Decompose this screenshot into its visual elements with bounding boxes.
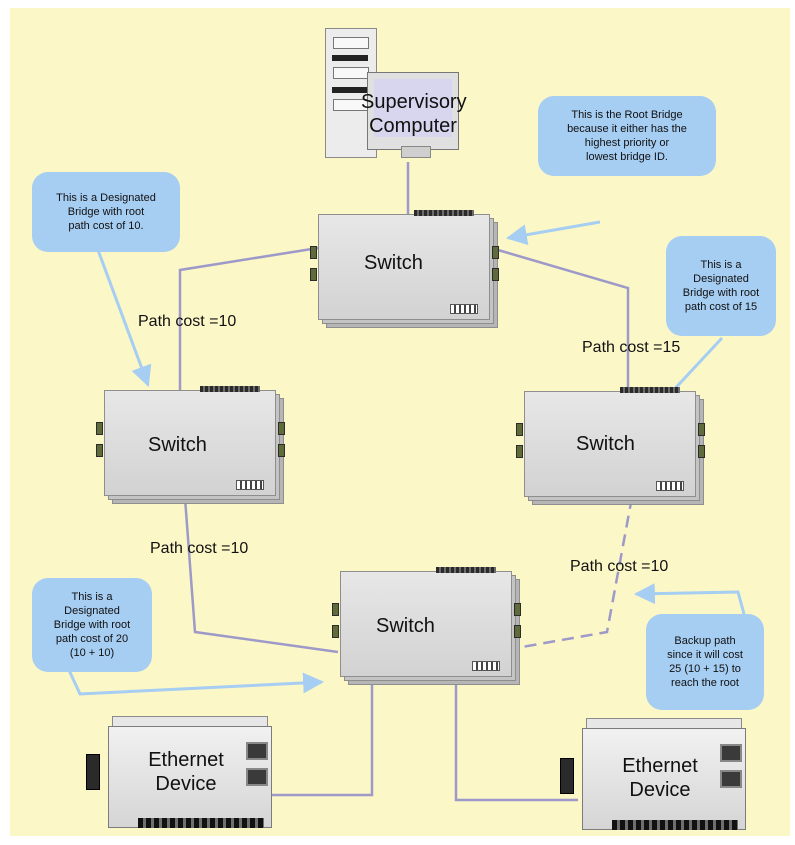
callout-root-line: This is the Root Bridge [571,109,683,121]
ethernet-device-right-line1: Ethernet [622,755,698,777]
callout-backup-path: Backup path since it will cost 25 (10 + … [646,614,764,710]
callout-root-line: lowest bridge ID. [586,151,668,163]
ethernet-device-left: Ethernet Device [86,712,286,840]
callout-bottom-line: This is a [71,591,113,603]
link-bottom-device-left [272,680,374,797]
ethernet-device-left-label: Ethernet Device [126,748,246,796]
callout-left-line: path cost of 10. [68,220,144,232]
path-cost-root-right: Path cost =15 [582,339,681,356]
switch-left: Switch [96,384,286,504]
callout-right-line: Designated [693,273,749,285]
arrow-root-callout [505,220,601,246]
switch-left-label: Switch [148,434,207,456]
arrow-backup-callout [633,583,746,615]
callout-backup-line: reach the root [671,677,739,689]
callout-root-bridge: This is the Root Bridge because it eithe… [538,96,716,176]
switch-bottom: Switch [332,565,522,685]
callout-root-line: because it either has the [567,123,687,135]
callout-bottom-designated: This is a Designated Bridge with root pa… [32,578,152,672]
link-left-bottom [183,497,339,654]
callout-backup-line: 25 (10 + 15) to [669,663,741,675]
link-root-left [178,246,319,392]
callout-backup-line: Backup path [674,635,736,647]
callout-right-designated: This is a Designated Bridge with root pa… [666,236,776,336]
callout-bottom-line: path cost of 20 [55,633,129,645]
ethernet-device-right-label: Ethernet Device [600,754,720,802]
callout-right-line: This is a [700,259,742,271]
link-root-right [497,248,630,392]
callout-root-line: highest priority or [584,137,670,149]
switch-right-label: Switch [576,433,635,455]
computer-label: Supervisory Computer [361,90,467,138]
ethernet-device-right: Ethernet Device [560,714,760,840]
switch-root: Switch [310,208,500,328]
switch-right: Switch [516,385,706,505]
arrow-bottom-callout [66,667,325,696]
callout-bottom-line: Bridge with root [53,619,131,631]
computer-monitor [367,72,459,150]
supervisory-computer: Supervisory Computer [325,28,475,163]
callout-bottom-line: (10 + 10) [69,647,115,659]
ethernet-device-right-line2: Device [629,779,691,801]
switch-root-label: Switch [364,252,423,274]
callout-right-line: Bridge with root [682,287,760,299]
path-cost-root-left: Path cost =10 [138,313,237,330]
ethernet-device-left-line1: Ethernet [148,749,224,771]
callout-bottom-line: Designated [64,605,120,617]
switch-bottom-label: Switch [376,615,435,637]
callout-backup-line: since it will cost [667,649,743,661]
link-bottom-device-right [454,680,578,802]
link-right-bottom-backup [504,496,634,652]
callout-left-line: Bridge with root [67,206,145,218]
callout-right-line: path cost of 15 [684,301,758,313]
computer-label-line1: Supervisory [361,91,467,113]
computer-label-line2: Computer [369,115,457,137]
callout-left-designated: This is a Designated Bridge with root pa… [32,172,180,252]
arrow-left-callout [96,249,152,387]
callout-left-line: This is a Designated [56,192,156,204]
ethernet-device-left-line2: Device [155,773,217,795]
path-cost-right-bottom: Path cost =10 [570,558,669,575]
path-cost-left-bottom: Path cost =10 [150,540,249,557]
